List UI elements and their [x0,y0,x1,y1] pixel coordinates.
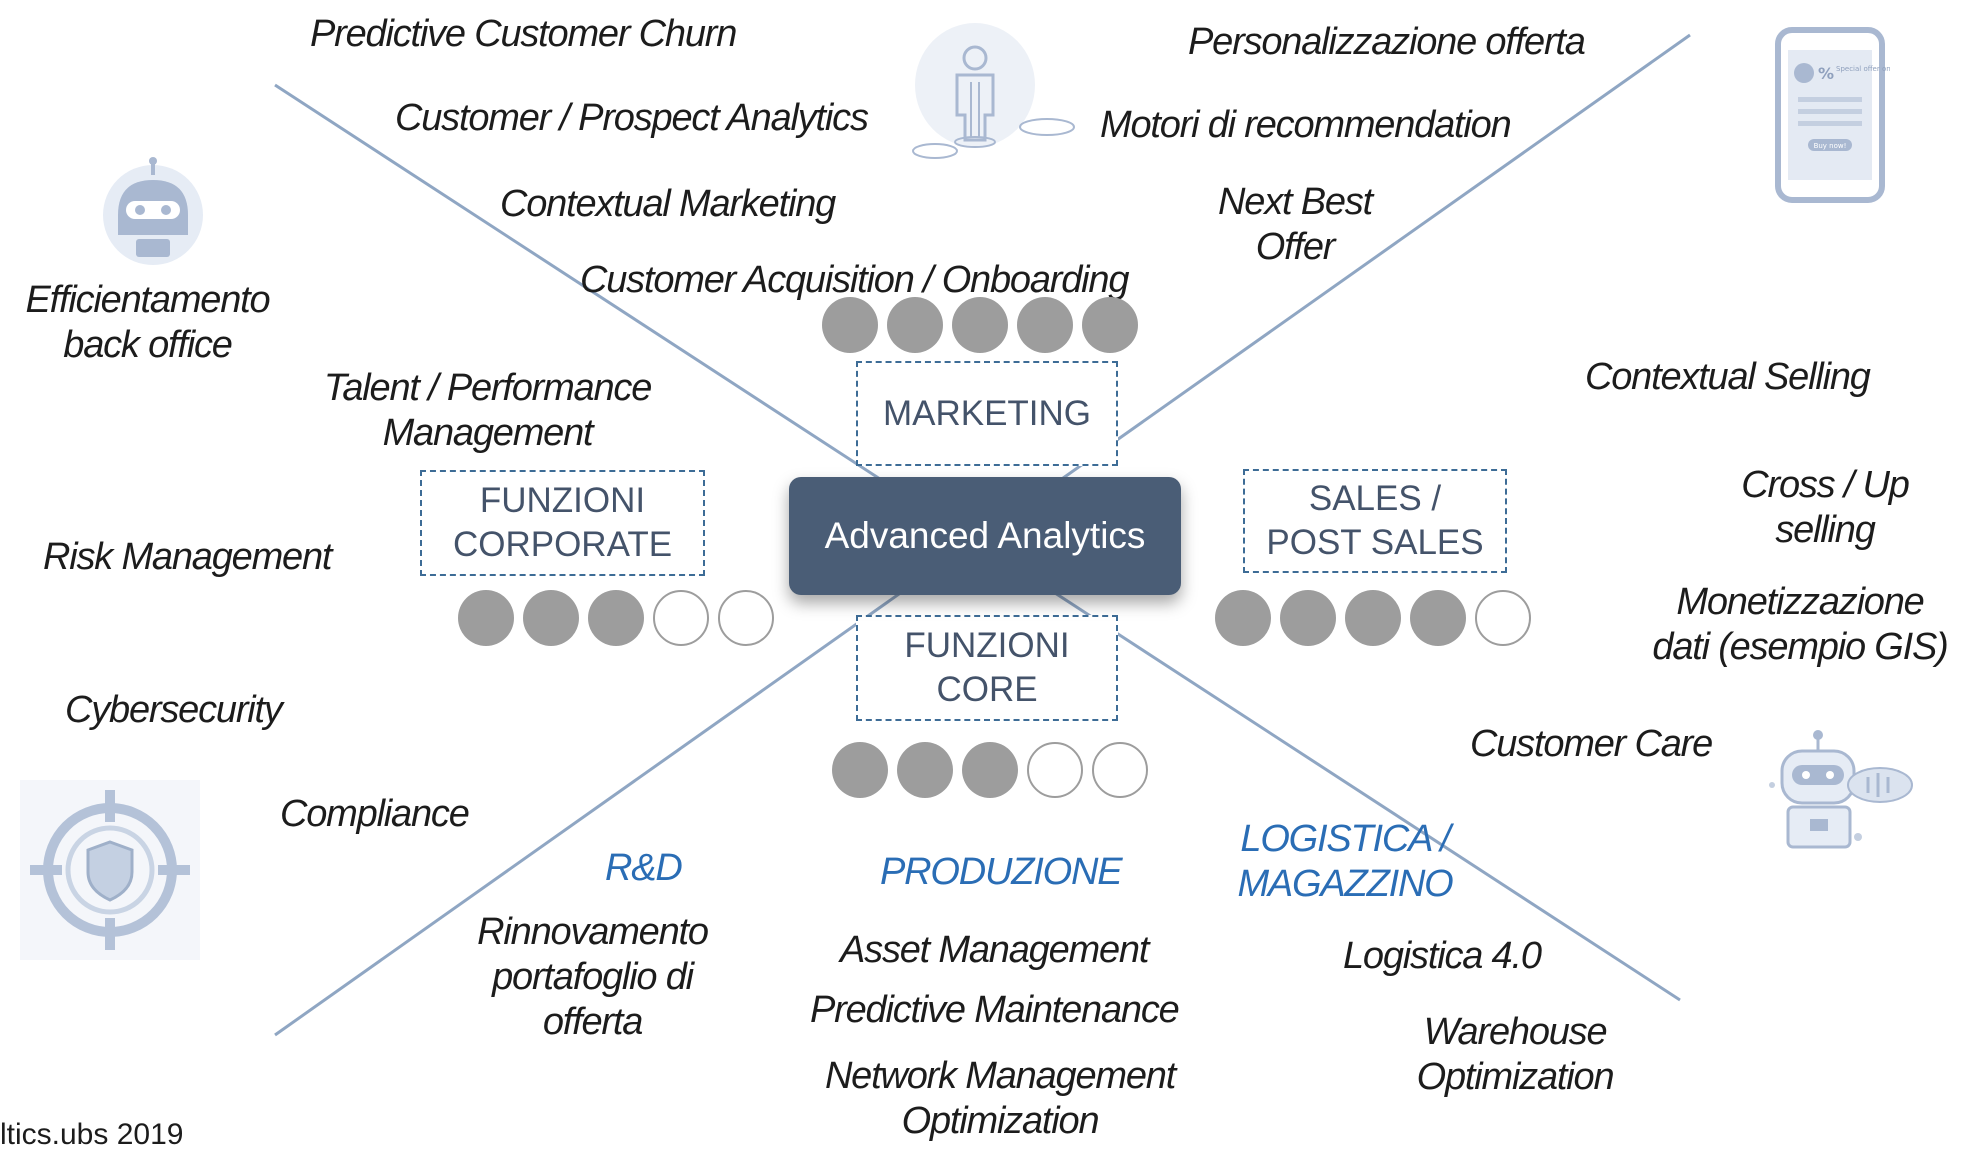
label-warehouse-optimization: Warehouse Optimization [1390,1010,1640,1100]
rating-dot-empty [1092,742,1148,798]
label-efficientamento-line2: back office [63,324,233,366]
rating-dot-filled [1410,590,1466,646]
label-network-line2: Optimization [901,1100,1100,1142]
label-logistica-magazzino-line1: LOGISTICA / [1240,818,1450,860]
rating-dots-funzioni-core [832,742,1148,798]
robot-head-icon [103,157,203,265]
label-contextual-marketing: Contextual Marketing [500,183,836,225]
rating-dot-filled [962,742,1018,798]
rating-dot-filled [887,297,943,353]
area-corporate-line2: CORPORATE [452,525,673,564]
label-rinnovamento-line2: portafoglio di [492,956,694,998]
person-standing-icon [912,23,1075,159]
rating-dot-empty [653,590,709,646]
rating-dots-sales-post-sales [1215,590,1531,646]
rating-dots-funzioni-corporate [458,590,774,646]
label-cybersecurity: Cybersecurity [65,689,283,731]
svg-text:Buy now!: Buy now! [1814,142,1847,150]
label-rd: R&D [605,847,683,889]
label-produzione: PRODUZIONE [880,851,1123,893]
source-footnote: ltics.ubs 2019 [0,1118,184,1151]
label-asset-management: Asset Management [840,929,1149,971]
rating-dot-filled [523,590,579,646]
advanced-analytics-hub: Advanced Analytics [789,477,1181,595]
label-cross-up-line1: Cross / Up [1741,464,1910,506]
rating-dots-marketing [822,297,1138,353]
rating-dot-filled [822,297,878,353]
svg-text:Special offer only for you!: Special offer only for you! [1836,65,1890,73]
label-customer-care: Customer Care [1470,723,1713,765]
rating-dot-filled [1017,297,1073,353]
area-box-sales-post-sales: SALES / POST SALES [1243,469,1507,573]
label-customer-acquisition: Customer Acquisition / Onboarding [580,259,1129,301]
rating-dot-empty [1475,590,1531,646]
label-next-best-offer: Next Best Offer [1205,180,1385,270]
rating-dot-filled [952,297,1008,353]
label-warehouse-line2: Optimization [1416,1056,1615,1098]
label-monetizzazione-line1: Monetizzazione [1676,581,1924,623]
security-shield-icon [20,780,200,960]
label-rinnovamento-line3: offerta [542,1001,644,1043]
area-core-line2: CORE [936,670,1038,709]
label-cross-up-line2: selling [1775,509,1876,551]
label-contextual-selling: Contextual Selling [1585,356,1871,398]
area-box-funzioni-corporate: FUNZIONI CORPORATE [420,470,705,576]
label-warehouse-line1: Warehouse [1423,1011,1608,1053]
area-marketing-label: MARKETING [882,393,1092,433]
rating-dot-empty [1027,742,1083,798]
label-talent-line1: Talent / Performance [323,367,653,409]
label-personalizzazione-offerta: Personalizzazione offerta [1188,21,1586,63]
svg-text:%: % [1818,64,1834,83]
area-sales-line1: SALES / [1308,479,1442,518]
rating-dot-filled [1215,590,1271,646]
area-box-marketing: MARKETING [856,361,1118,466]
label-logistica-magazzino-line2: MAGAZZINO [1237,863,1453,905]
label-logistica-40: Logistica 4.0 [1343,935,1542,977]
label-talent-performance-management: Talent / Performance Management [310,366,665,456]
area-core-line1: FUNZIONI [904,626,1070,665]
rating-dot-empty [718,590,774,646]
label-rinnovamento-line1: Rinnovamento [477,911,709,953]
label-predictive-maintenance: Predictive Maintenance [810,989,1180,1031]
rating-dot-filled [832,742,888,798]
label-customer-prospect-analytics: Customer / Prospect Analytics [395,97,869,139]
rating-dot-filled [1345,590,1401,646]
label-talent-line2: Management [382,412,594,454]
label-cross-up-selling: Cross / Up selling [1725,463,1925,553]
label-predictive-customer-churn: Predictive Customer Churn [310,13,737,55]
rating-dot-filled [588,590,644,646]
area-box-funzioni-core: FUNZIONI CORE [856,615,1118,721]
smartphone-offer-icon: % Special offer only for you! Buy now! [1775,27,1890,203]
chatbot-robot-icon [1769,730,1913,849]
label-efficientamento-back-office: Efficientamento back office [10,278,285,368]
label-monetizzazione-line2: dati (esempio GIS) [1652,626,1948,668]
area-sales-line2: POST SALES [1266,523,1484,562]
rating-dot-filled [1280,590,1336,646]
label-risk-management: Risk Management [43,536,332,578]
label-motori-recommendation: Motori di recommendation [1100,104,1512,146]
label-network-management-optimization: Network Management Optimization [790,1054,1210,1144]
label-network-line1: Network Management [824,1055,1176,1097]
rating-dot-filled [897,742,953,798]
label-efficientamento-line1: Efficientamento [25,279,271,321]
label-next-best-offer-line2: Offer [1255,226,1336,268]
area-corporate-line1: FUNZIONI [479,481,646,520]
label-next-best-offer-line1: Next Best [1218,181,1373,223]
label-logistica-magazzino: LOGISTICA / MAGAZZINO [1225,817,1465,907]
label-monetizzazione-dati: Monetizzazione dati (esempio GIS) [1640,580,1960,670]
rating-dot-filled [1082,297,1138,353]
label-compliance: Compliance [280,793,470,835]
label-rinnovamento-portafoglio: Rinnovamento portafoglio di offerta [450,910,735,1045]
rating-dot-filled [458,590,514,646]
